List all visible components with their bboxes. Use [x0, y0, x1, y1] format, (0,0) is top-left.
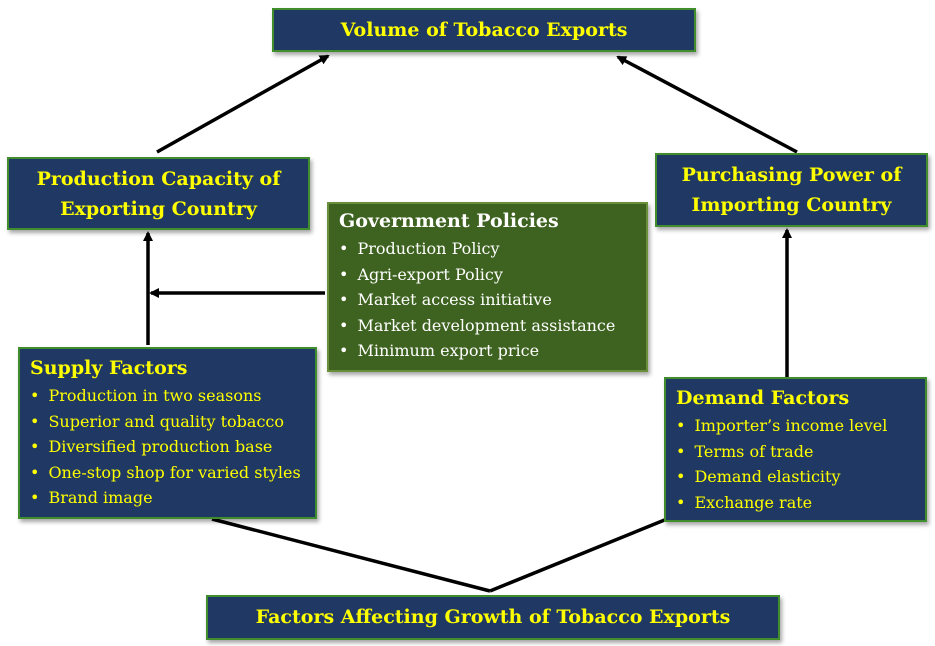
government-title: Government Policies [339, 210, 559, 232]
list-item: Superior and quality tobacco [30, 409, 315, 435]
list-item: Diversified production base [30, 434, 315, 460]
list-item: Production in two seasons [30, 383, 315, 409]
volume-box: Volume of Tobacco Exports [272, 8, 696, 52]
list-item: Market development assistance [339, 313, 646, 339]
purchasing-title-line1: Purchasing Power of [681, 164, 902, 186]
government-box: Government Policies Production Policy Ag… [327, 202, 648, 372]
purchasing-title-line2: Importing Country [691, 194, 892, 216]
demand-box: Demand Factors Importer’s income level T… [664, 377, 927, 522]
list-item: Brand image [30, 485, 315, 511]
arrow-purchasing-to-volume [616, 55, 798, 154]
purchasing-box: Purchasing Power of Importing Country [655, 153, 928, 227]
government-list: Production Policy Agri-export Policy Mar… [329, 236, 646, 364]
volume-title: Volume of Tobacco Exports [340, 19, 628, 41]
list-item: Agri-export Policy [339, 262, 646, 288]
production-box: Production Capacity of Exporting Country [7, 157, 310, 230]
list-item: Market access initiative [339, 287, 646, 313]
demand-title: Demand Factors [676, 387, 850, 409]
supply-box: Supply Factors Production in two seasons… [18, 347, 317, 519]
list-item: Importer’s income level [676, 413, 925, 439]
production-title-line2: Exporting Country [60, 197, 257, 220]
list-item: Production Policy [339, 236, 646, 262]
list-item: One-stop shop for varied styles [30, 460, 315, 486]
line-factors-to-supply [211, 517, 491, 593]
supply-title: Supply Factors [30, 357, 188, 379]
factors-title: Factors Affecting Growth of Tobacco Expo… [255, 606, 731, 628]
list-item: Terms of trade [676, 439, 925, 465]
list-item: Minimum export price [339, 338, 646, 364]
arrow-production-to-volume [156, 54, 330, 154]
factors-box: Factors Affecting Growth of Tobacco Expo… [206, 595, 780, 640]
production-title-line1: Production Capacity of [36, 167, 281, 190]
list-item: Exchange rate [676, 490, 925, 516]
line-factors-to-demand [489, 517, 668, 593]
demand-list: Importer’s income level Terms of trade D… [666, 413, 925, 515]
supply-list: Production in two seasons Superior and q… [20, 383, 315, 511]
list-item: Demand elasticity [676, 464, 925, 490]
